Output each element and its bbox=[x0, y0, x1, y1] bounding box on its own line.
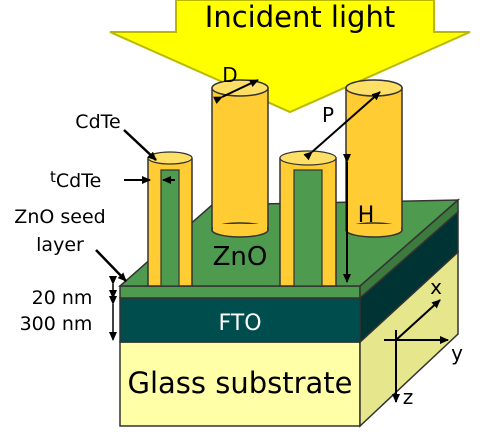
zno-seed-pointer-arrow bbox=[95, 249, 127, 282]
dimension-p-label: P bbox=[322, 103, 334, 127]
glass-substrate-label: Glass substrate bbox=[127, 366, 352, 400]
t-cdte-label: tCdTe bbox=[50, 168, 101, 192]
cdte-pointer-arrow bbox=[123, 129, 157, 161]
axis-z-label: z bbox=[403, 385, 414, 409]
dimension-d-label: D bbox=[222, 63, 237, 87]
dimension-p-arrow bbox=[303, 91, 381, 161]
incident-light-arrow bbox=[109, 0, 471, 114]
fto-label: FTO bbox=[218, 311, 261, 336]
thickness-20nm-label: 20 nm bbox=[32, 287, 93, 309]
nanorod-back-left bbox=[211, 79, 269, 238]
axis-x-label: x bbox=[430, 275, 442, 299]
incident-light-label: Incident light bbox=[205, 0, 395, 34]
zno-seed-layer-front bbox=[119, 285, 361, 299]
zno-core-label: ZnO bbox=[213, 242, 268, 272]
dimension-h-label: H bbox=[358, 203, 375, 228]
nanorod-front-left-section bbox=[147, 151, 193, 287]
glass-substrate-front bbox=[119, 341, 361, 427]
thickness-300nm-label: 300 nm bbox=[20, 313, 93, 335]
zno-seed-label-line1: ZnO seed bbox=[14, 206, 105, 228]
nanorod-front-middle-section bbox=[279, 150, 337, 287]
axis-y-label: y bbox=[451, 341, 463, 365]
cdte-label: CdTe bbox=[75, 111, 120, 133]
t-cdte-t: t bbox=[50, 168, 56, 186]
fto-layer-front bbox=[119, 297, 361, 343]
dimension-d-arrow bbox=[213, 79, 259, 105]
axis-x-arrow bbox=[395, 299, 441, 341]
t-cdte-sub: CdTe bbox=[56, 170, 101, 192]
zno-seed-label-line2: layer bbox=[36, 234, 84, 256]
